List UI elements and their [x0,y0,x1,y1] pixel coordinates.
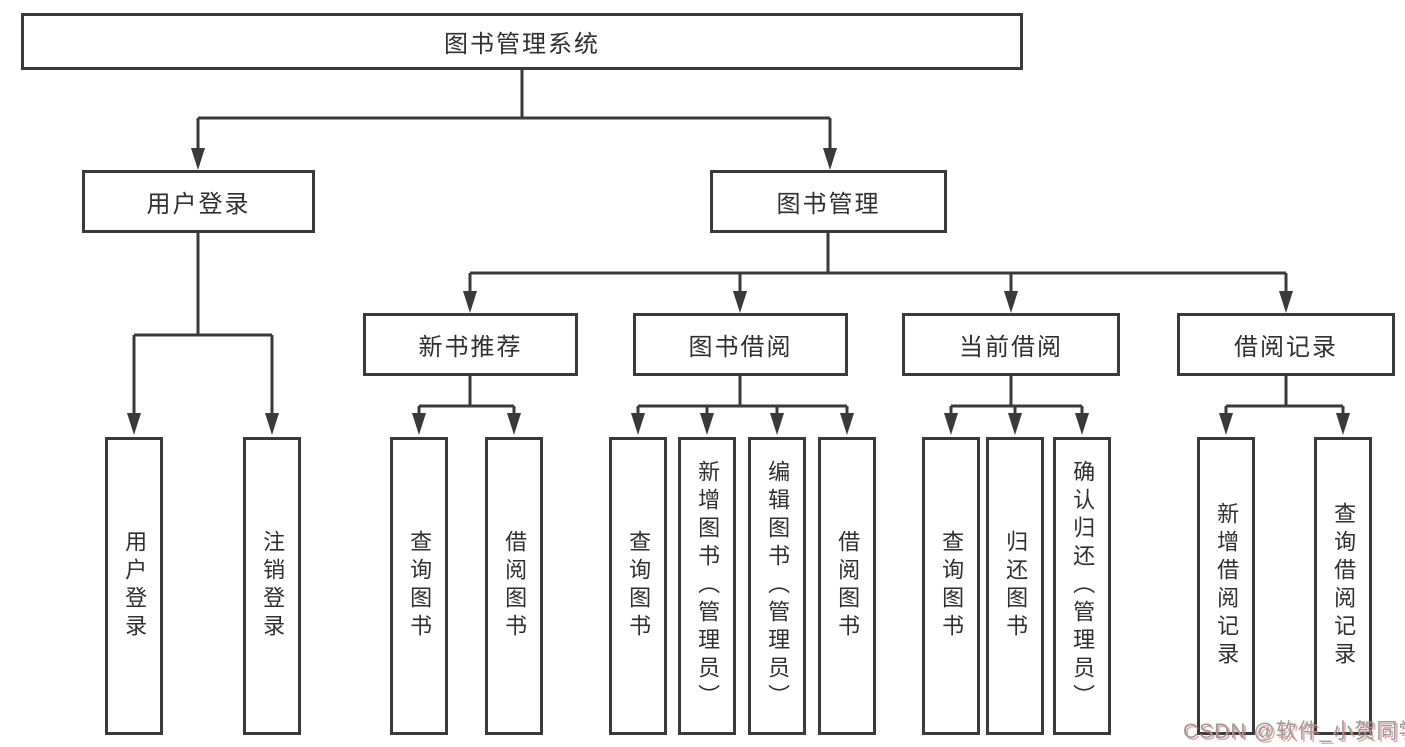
leaf-query-books-current: 查询图书 [922,437,980,735]
connector-bookmgmt-branch [468,233,1288,293]
leaf-borrow-books-recommend: 借阅图书 [485,437,543,735]
connector-newbooks-branch [417,376,516,415]
connector-records-branch [1224,376,1345,415]
node-book-management: 图书管理 [710,170,947,233]
leaf-confirm-return-admin: 确认归还（管理员） [1053,437,1111,735]
leaf-user-login: 用户登录 [105,437,163,735]
leaf-query-books-borrow: 查询图书 [609,437,667,735]
leaf-borrow-books: 借阅图书 [818,437,876,735]
node-user-login: 用户登录 [82,170,315,233]
node-library-system: 图书管理系统 [21,13,1023,70]
leaf-return-books: 归还图书 [986,437,1044,735]
connector-current-branch [949,376,1084,415]
leaf-edit-books-admin: 编辑图书（管理员） [748,437,806,735]
leaf-add-books-admin: 新增图书（管理员） [678,437,736,735]
node-current-borrowing: 当前借阅 [902,313,1120,376]
leaf-logout: 注销登录 [243,437,301,735]
connector-root-to-level2 [196,70,832,150]
leaf-query-borrow-record: 查询借阅记录 [1314,437,1372,735]
node-new-book-recommend: 新书推荐 [363,313,578,376]
leaf-query-books-recommend: 查询图书 [390,437,448,735]
node-book-borrowing: 图书借阅 [633,313,848,376]
csdn-watermark: CSDN @软件_小贺同学 [1183,720,1405,743]
arrow-down-icons [127,148,1350,435]
connector-borrow-branch [636,376,849,415]
leaf-add-borrow-record: 新增借阅记录 [1197,437,1255,735]
connector-userlogin-branch [132,233,274,415]
node-borrowing-records: 借阅记录 [1177,313,1395,376]
